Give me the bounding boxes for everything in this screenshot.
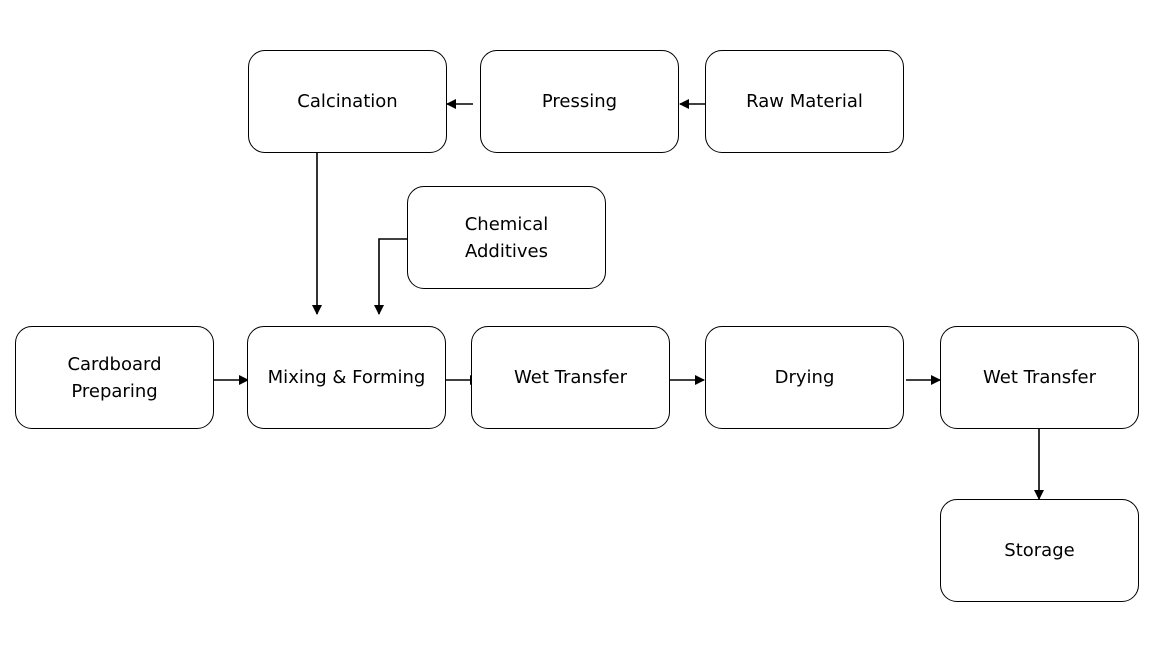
node-wet-transfer-2: Wet Transfer bbox=[940, 326, 1139, 429]
node-pressing: Pressing bbox=[480, 50, 679, 153]
node-label: Cardboard Preparing bbox=[67, 353, 162, 402]
node-chemical-additives: Chemical Additives bbox=[407, 186, 606, 289]
node-label: Mixing & Forming bbox=[267, 367, 426, 388]
node-label: Wet Transfer bbox=[514, 367, 627, 388]
node-cardboard-preparing: Cardboard Preparing bbox=[15, 326, 214, 429]
node-calcination: Calcination bbox=[248, 50, 447, 153]
node-mixing-forming: Mixing & Forming bbox=[247, 326, 446, 429]
node-label: Pressing bbox=[541, 91, 618, 112]
node-label: Wet Transfer bbox=[983, 367, 1096, 388]
node-label: Raw Material bbox=[746, 91, 863, 112]
node-label: Calcination bbox=[297, 91, 398, 112]
node-raw-material: Raw Material bbox=[705, 50, 904, 153]
node-label: Chemical Additives bbox=[464, 213, 549, 262]
node-storage: Storage bbox=[940, 499, 1139, 602]
arrow-chemical-additives-to-mixing-forming bbox=[374, 238, 407, 315]
node-wet-transfer-1: Wet Transfer bbox=[471, 326, 670, 429]
node-label: Storage bbox=[1004, 540, 1075, 561]
node-label: Drying bbox=[774, 367, 835, 388]
node-drying: Drying bbox=[705, 326, 904, 429]
